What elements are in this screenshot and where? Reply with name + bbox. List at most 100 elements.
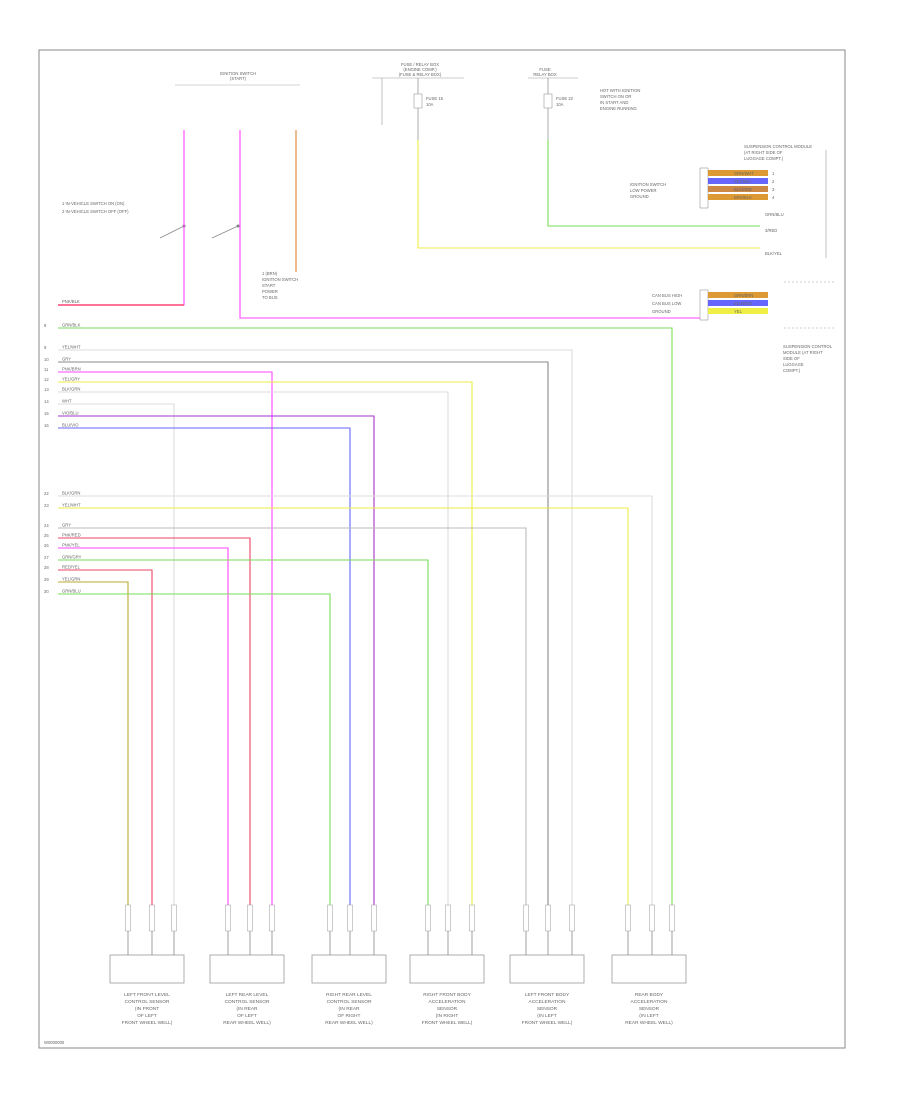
- connector-pin: [225, 904, 231, 932]
- pin-number: 9: [44, 345, 47, 350]
- wire-grn-gry: [58, 559, 429, 920]
- svg-text:GROUND: GROUND: [630, 194, 649, 199]
- svg-text:SWITCH ON OR: SWITCH ON OR: [600, 94, 631, 99]
- fuse-a: FUSE 15 10A: [413, 78, 444, 140]
- pin-number: 27: [44, 555, 49, 560]
- pin-number: 15: [44, 411, 49, 416]
- component-label: (IN LEFT: [639, 1013, 659, 1019]
- wire-label: GRY: [62, 357, 71, 362]
- wire-ignition-pnk-1: [58, 130, 185, 306]
- svg-text:LUGGAGE: LUGGAGE: [783, 362, 804, 367]
- diagram-frame: [38, 49, 846, 1049]
- svg-text:(ENGINE COMP.): (ENGINE COMP.): [403, 67, 437, 72]
- wire-label: GRN/BLU: [62, 589, 81, 594]
- component-label: (IN REAR: [236, 1006, 258, 1012]
- connector-pin: [545, 904, 551, 932]
- component-label: RIGHT FRONT BODY: [423, 992, 471, 998]
- pin-number: 12: [44, 377, 49, 382]
- component-label: ACCELERATION: [429, 999, 466, 1005]
- wire-pnk-brn: [58, 371, 273, 920]
- svg-text:IGNITION SWITCH: IGNITION SWITCH: [262, 277, 298, 282]
- svg-text:3: 3: [772, 187, 775, 192]
- svg-text:LOW POWER: LOW POWER: [630, 188, 657, 193]
- hot-label: HOT WITH IGNITION SWITCH ON OR IN START …: [600, 88, 640, 111]
- svg-text:POWER: POWER: [262, 289, 278, 294]
- component-label: OF RIGHT: [338, 1013, 361, 1019]
- connector-pin: [569, 904, 575, 932]
- component-box: [509, 954, 585, 984]
- wire-yel-gry: [58, 381, 473, 920]
- svg-text:CAN BUS LOW: CAN BUS LOW: [652, 301, 681, 306]
- svg-text:TO BUS: TO BUS: [262, 295, 278, 300]
- suspension-module-connector-1: SUSPENSION CONTROL MODULE (AT RIGHT SIDE…: [630, 144, 827, 258]
- component-label: (IN REAR: [338, 1006, 360, 1012]
- wire-blu-vio: [58, 427, 351, 920]
- switch-pin-labels: 1 (BRN) IGNITION SWITCH START POWER TO B…: [262, 271, 298, 300]
- wire-label: YEL/GRN: [62, 577, 80, 582]
- svg-text:GRN/BLU: GRN/BLU: [765, 212, 784, 217]
- component-label: CONTROL SENSOR: [327, 999, 372, 1005]
- component-box: [109, 954, 185, 984]
- component-label: REAR WHEEL WELL): [223, 1020, 271, 1026]
- svg-text:1 IN-VEHICLE SWITCH ON (ON): 1 IN-VEHICLE SWITCH ON (ON): [62, 201, 125, 206]
- svg-text:SUSPENSION CONTROL: SUSPENSION CONTROL: [783, 344, 833, 349]
- wire-label: YEL/GRY: [62, 377, 80, 382]
- svg-text:COMPT.): COMPT.): [783, 368, 801, 373]
- component-label: (IN FRONT: [135, 1006, 159, 1012]
- svg-text:(START): (START): [230, 76, 247, 81]
- svg-text:BLU/RED: BLU/RED: [734, 301, 752, 306]
- pin-number: 30: [44, 589, 49, 594]
- wire-label: YEL/WHT: [62, 503, 81, 508]
- component-label: (IN LEFT: [537, 1013, 557, 1019]
- pin-number: 22: [44, 491, 49, 496]
- connector-pin: [125, 904, 131, 932]
- svg-text:1: 1: [772, 171, 775, 176]
- svg-text:YEL/BLK: YEL/BLK: [734, 179, 751, 184]
- pin-number: 14: [44, 399, 49, 404]
- wire-label: WHT: [62, 399, 72, 404]
- component-label: (IN RIGHT: [436, 1013, 459, 1019]
- pin-number: 16: [44, 423, 49, 428]
- svg-text:HOT WITH IGNITION: HOT WITH IGNITION: [600, 88, 640, 93]
- svg-text:SIDE OF: SIDE OF: [783, 356, 800, 361]
- pin-number: 13: [44, 387, 49, 392]
- svg-text:10A: 10A: [556, 102, 564, 107]
- wire-pnk-yel: [58, 547, 229, 920]
- svg-text:4: 4: [772, 195, 775, 200]
- wire-label: PNK/BLK: [62, 299, 80, 304]
- wire-label: BLU/VIO: [62, 423, 79, 428]
- component-label: ACCELERATION: [529, 999, 566, 1005]
- component-label: LEFT FRONT LEVEL: [124, 992, 170, 998]
- wire-label: BLK/GRN: [62, 491, 80, 496]
- connector-pin: [669, 904, 675, 932]
- connector-pin: [625, 904, 631, 932]
- connector-pin: [425, 904, 431, 932]
- svg-text:LUGGAGE COMPT.): LUGGAGE COMPT.): [744, 156, 784, 161]
- wire-vio: [58, 415, 375, 920]
- component-label: REAR BODY: [635, 992, 664, 998]
- component-label: OF LEFT: [237, 1013, 257, 1019]
- wire-label: GRN/BLK: [62, 323, 81, 328]
- svg-text:SUSPENSION CONTROL MODULE: SUSPENSION CONTROL MODULE: [744, 144, 812, 149]
- svg-text:IGNITION SWITCH: IGNITION SWITCH: [630, 182, 666, 187]
- connector-pin: [327, 904, 333, 932]
- pin-number: 29: [44, 577, 49, 582]
- wire-yel-wht-main: [58, 349, 573, 920]
- svg-text:BRN/BLK: BRN/BLK: [734, 195, 752, 200]
- wire-grn-main: [58, 327, 673, 920]
- wire-green-fuse-b: [547, 140, 760, 227]
- wires: [58, 130, 760, 920]
- components: LEFT FRONT LEVEL CONTROL SENSOR (IN FRONT O…: [109, 904, 687, 1026]
- wire-yellow-fuse-a: [417, 140, 760, 249]
- svg-text:10A: 10A: [426, 102, 434, 107]
- wire-label: RED/YEL: [62, 565, 81, 570]
- wire-grn-blu: [58, 593, 331, 920]
- pin-number: 11: [44, 367, 49, 372]
- footer-code: W0000000: [44, 1040, 65, 1045]
- component-label: FRONT WHEEL WELL): [522, 1020, 573, 1026]
- connector-pin: [247, 904, 253, 932]
- connector-pin: [371, 904, 377, 932]
- wire-blk-grn: [58, 391, 449, 920]
- connector-pin: [149, 904, 155, 932]
